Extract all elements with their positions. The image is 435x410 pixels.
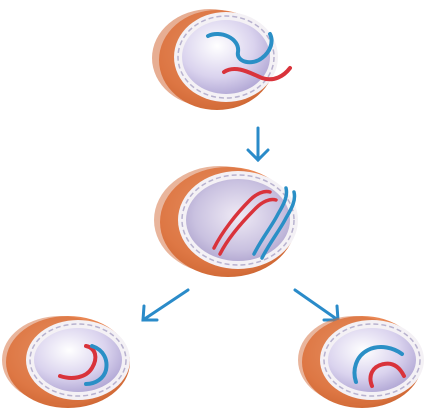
daughter-cell-right (298, 316, 424, 408)
arrow-down-right-icon (295, 290, 338, 320)
arrow-down-left-icon (143, 290, 188, 320)
arrow-down-icon (248, 128, 268, 160)
cell-icon (154, 166, 298, 277)
daughter-cell-left (2, 316, 130, 408)
cell-icon (298, 316, 424, 408)
parent-cell (152, 9, 290, 110)
cell-icon (2, 316, 130, 408)
dividing-cell (154, 166, 298, 277)
